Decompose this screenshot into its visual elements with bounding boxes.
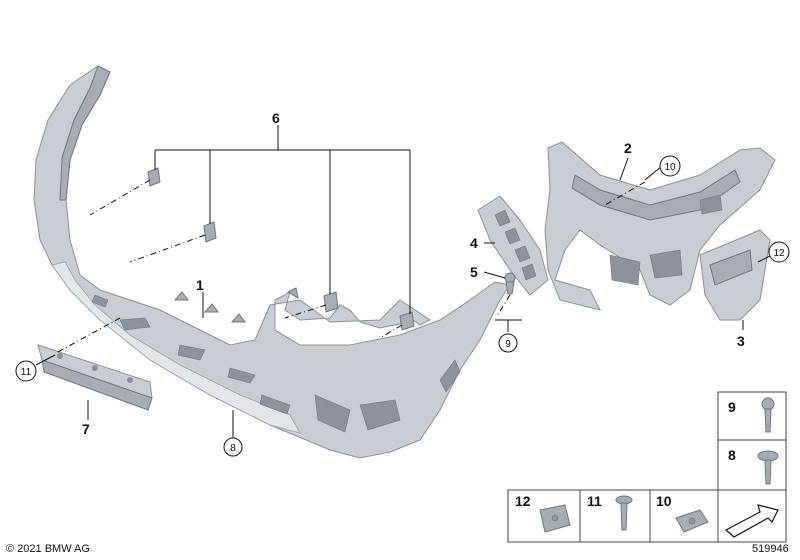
svg-text:9: 9 [728, 399, 736, 415]
torx-screw-icon [615, 495, 633, 531]
callout-3: 3 [737, 333, 745, 349]
spring-nut-icon [675, 509, 709, 533]
legend-item-9: 9 [717, 391, 787, 441]
leader-lines [35, 125, 771, 438]
svg-text:9: 9 [505, 339, 511, 350]
legend-item-12: 12 [507, 489, 581, 543]
screw-icon [761, 397, 775, 433]
legend-direction-arrow [717, 489, 787, 543]
svg-text:10: 10 [664, 162, 676, 173]
callout-2: 2 [624, 140, 632, 156]
callout-12: 12 [768, 241, 790, 263]
svg-text:11: 11 [21, 367, 32, 378]
svg-text:12: 12 [773, 248, 785, 259]
callout-6: 6 [272, 110, 280, 126]
callout-1: 1 [196, 277, 204, 293]
clip-nut-icon [539, 504, 571, 533]
arrow-icon [724, 504, 779, 538]
svg-text:12: 12 [515, 493, 531, 509]
svg-text:11: 11 [587, 493, 602, 509]
callout-5: 5 [470, 264, 478, 280]
front-bumper-cover [33, 65, 511, 459]
legend-item-10: 10 [649, 489, 719, 543]
mounting-bracket-b [203, 221, 217, 243]
legend-item-11: 11 [579, 489, 651, 543]
legend-item-8: 8 [717, 439, 787, 491]
callout-11: 11 [15, 360, 37, 382]
callout-9: 9 [498, 333, 518, 353]
flange-screw-icon [757, 450, 779, 485]
callout-10: 10 [659, 155, 681, 177]
mounting-bracket-a [147, 167, 161, 187]
svg-text:8: 8 [230, 443, 236, 454]
copyright-notice: © 2021 BMW AG [6, 543, 90, 555]
callout-4: 4 [470, 235, 478, 251]
side-bracket [699, 229, 771, 321]
license-plate-bracket [37, 344, 153, 411]
diagram-number: 519946 [752, 543, 789, 555]
svg-text:10: 10 [656, 493, 672, 509]
mounting-bracket-c [323, 291, 339, 313]
air-duct-grille [477, 195, 549, 296]
callout-7: 7 [82, 421, 90, 437]
svg-text:8: 8 [728, 447, 736, 463]
bumper-carrier [544, 141, 776, 311]
callout-8: 8 [223, 437, 243, 457]
